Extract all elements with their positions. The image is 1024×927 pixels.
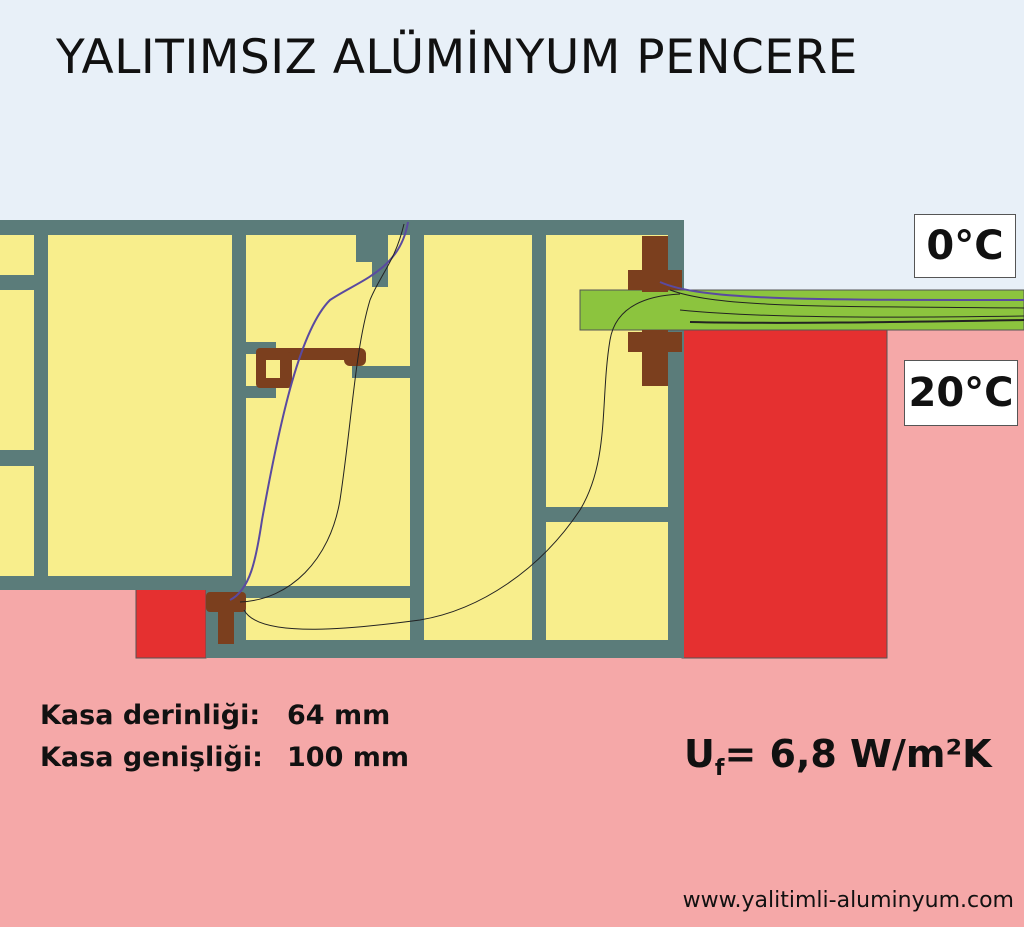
- frame-webs: [246, 232, 410, 598]
- u-value-subscript: f: [714, 756, 725, 781]
- website-link[interactable]: www.yalitimli-aluminyum.com: [682, 888, 1014, 913]
- u-value-text: = 6,8 W/m²K: [724, 732, 992, 776]
- frame-cavities: [0, 235, 668, 640]
- isotherm-lines: [229, 221, 1024, 630]
- frame-depth-value: 64 mm: [287, 700, 391, 731]
- wall-block-right: [681, 329, 888, 659]
- u-value-label: Uf= 6,8 W/m²K: [684, 732, 992, 781]
- gaskets: [206, 236, 682, 644]
- page-title: YALITIMSIZ ALÜMİNYUM PENCERE: [56, 30, 858, 85]
- outside-temperature-label: 0°C: [914, 214, 1016, 278]
- glass-pane: [579, 289, 1024, 331]
- frame-width-label: Kasa genişliği:: [40, 742, 263, 773]
- u-value-symbol: U: [684, 732, 715, 776]
- inside-temperature-label: 20°C: [904, 360, 1018, 426]
- frame-width-value: 100 mm: [287, 742, 410, 773]
- frame-depth-label: Kasa derinliği:: [40, 700, 261, 731]
- wall-block-left: [135, 587, 207, 659]
